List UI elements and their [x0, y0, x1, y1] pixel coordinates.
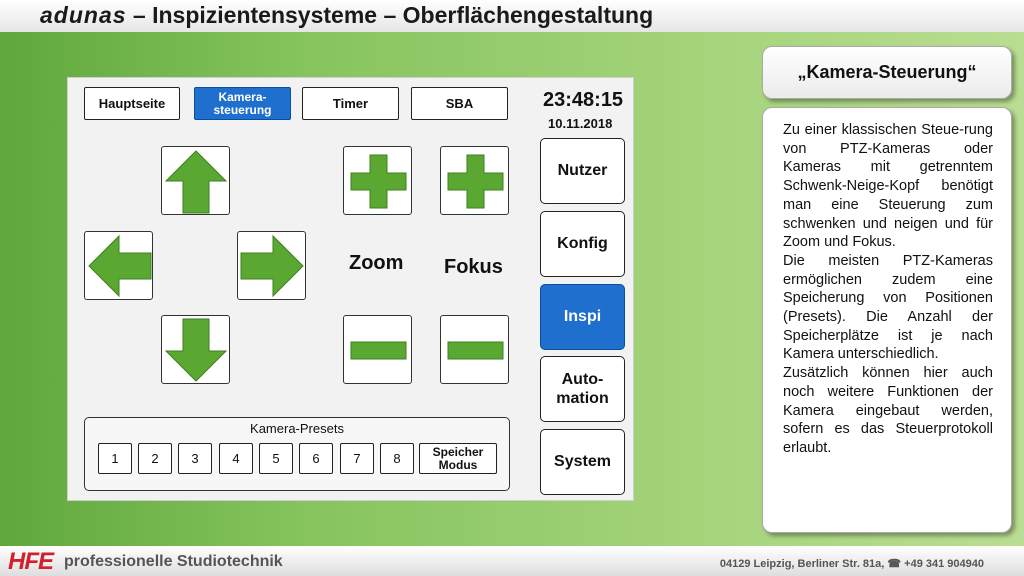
focus-minus-button[interactable]: [440, 315, 509, 384]
preset-button-2[interactable]: 2: [138, 443, 172, 474]
inspi-button[interactable]: Inspi: [540, 284, 625, 350]
camera-presets-group: Kamera-Presets 1 2 3 4 5 6 7 8 Speicher …: [84, 417, 510, 491]
tab-timer[interactable]: Timer: [302, 87, 399, 120]
tab-hauptseite[interactable]: Hauptseite: [84, 87, 180, 120]
pan-left-button[interactable]: [84, 231, 153, 300]
control-panel: Hauptseite Kamera- steuerung Timer SBA 2…: [67, 77, 634, 501]
automation-button[interactable]: Auto- mation: [540, 356, 625, 422]
focus-plus-button[interactable]: [440, 146, 509, 215]
pan-up-button[interactable]: [161, 146, 230, 215]
preset-button-8[interactable]: 8: [380, 443, 414, 474]
slide-title: adunas – Inspizientensysteme – Oberfläch…: [40, 2, 653, 29]
preset-button-7[interactable]: 7: [340, 443, 374, 474]
description-paragraph: Die meisten PTZ-Kameras ermöglichen zude…: [783, 252, 993, 363]
callout-title: „Kamera-Steuerung“: [762, 46, 1012, 99]
preset-button-5[interactable]: 5: [259, 443, 293, 474]
clock-time: 23:48:15: [543, 89, 624, 111]
zoom-plus-button[interactable]: [343, 146, 412, 215]
clock-date: 10.11.2018: [548, 116, 613, 131]
arrow-left-icon: [88, 234, 152, 298]
plus-icon: [350, 154, 407, 209]
zoom-label: Zoom: [349, 252, 404, 274]
preset-button-6[interactable]: 6: [299, 443, 333, 474]
minus-icon: [350, 341, 407, 360]
title-text: – Inspizientensysteme – Oberflächengesta…: [126, 2, 654, 28]
slide-header: adunas – Inspizientensysteme – Oberfläch…: [0, 0, 1024, 32]
zoom-minus-button[interactable]: [343, 315, 412, 384]
arrow-right-icon: [240, 234, 304, 298]
focus-label: Fokus: [444, 256, 503, 278]
hfe-logo: HFE: [8, 548, 54, 575]
arrow-up-icon: [164, 150, 228, 214]
plus-icon: [447, 154, 504, 209]
presets-title: Kamera-Presets: [250, 421, 344, 436]
description-paragraph: Zu einer klassischen Steue-rung von PTZ-…: [783, 122, 993, 251]
arrow-down-icon: [164, 318, 228, 382]
konfig-button[interactable]: Konfig: [540, 211, 625, 277]
footer-address: 04129 Leipzig, Berliner Str. 81a, ☎ +49 …: [719, 558, 984, 570]
save-mode-button[interactable]: Speicher Modus: [419, 443, 497, 474]
description-paragraph: Zusätzlich können hier auch noch weitere…: [783, 365, 993, 456]
preset-button-3[interactable]: 3: [178, 443, 212, 474]
pan-right-button[interactable]: [237, 231, 306, 300]
minus-icon: [447, 341, 504, 360]
brand-name: adunas: [40, 2, 127, 28]
pan-down-button[interactable]: [161, 315, 230, 384]
tab-sba[interactable]: SBA: [411, 87, 508, 120]
nutzer-button[interactable]: Nutzer: [540, 138, 625, 204]
slide-footer: HFE professionelle Studiotechnik 04129 L…: [0, 546, 1024, 576]
callout-description: Zu einer klassischen Steue-rung von PTZ-…: [762, 107, 1012, 533]
footer-tagline: professionelle Studiotechnik: [64, 553, 283, 570]
tab-kamera-steuerung[interactable]: Kamera- steuerung: [194, 87, 291, 120]
preset-button-4[interactable]: 4: [219, 443, 253, 474]
preset-button-1[interactable]: 1: [98, 443, 132, 474]
system-button[interactable]: System: [540, 429, 625, 495]
